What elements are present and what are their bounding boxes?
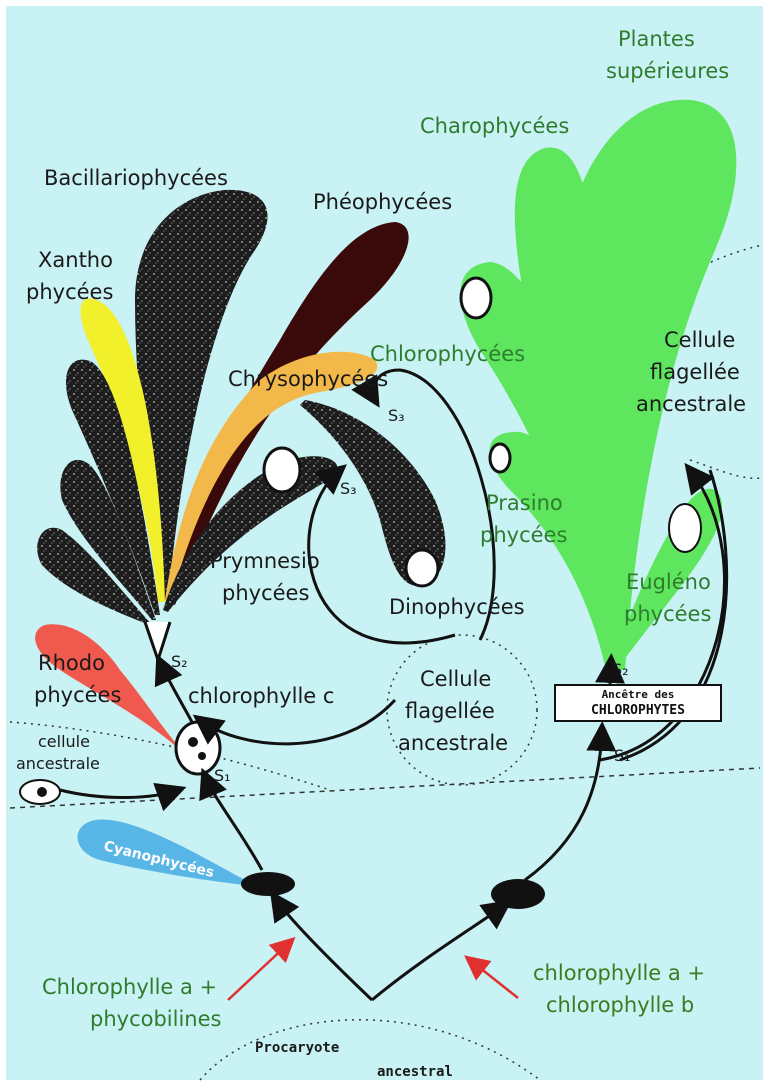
cell-ancestrale-left-nucleus xyxy=(37,787,47,797)
label-chrysophycees: Chrysophycées xyxy=(228,366,388,392)
label-procaryote-line1: Procaryote xyxy=(255,1040,339,1056)
label-chlorophylle-ab-line2: chlorophylle b xyxy=(546,992,694,1018)
label-cellule-right-line3: ancestrale xyxy=(636,391,746,417)
label-s2-right: S₂ xyxy=(612,660,629,679)
label-procaryote-line2: ancestral xyxy=(377,1064,453,1080)
label-s3-lower: S₃ xyxy=(340,479,357,498)
label-chlorophylle-c: chlorophylle c xyxy=(188,683,334,709)
label-cellule-ancestrale-line2: ancestrale xyxy=(16,754,100,773)
label-rhodo-line2: phycées xyxy=(34,682,121,708)
label-bacillariophycees: Bacillariophycées xyxy=(44,165,228,191)
label-eugleno-line2: phycées xyxy=(624,601,711,627)
label-plantes-superieures-line1: Plantes xyxy=(618,26,695,52)
label-xantho-line2: phycées xyxy=(26,279,113,305)
label-eugleno-line1: Eugléno xyxy=(626,569,711,595)
label-prymnesio-line2: phycées xyxy=(222,580,309,606)
ancetre-box-line2: CHLOROPHYTES xyxy=(556,703,720,719)
label-chlorophylle-a-phyco-line1: Chlorophylle a + xyxy=(42,974,217,1000)
cell-s1-left-nucleus-1 xyxy=(188,737,198,747)
label-cellule-right-line2: flagellée xyxy=(650,359,740,385)
cell-s1-left-nucleus-2 xyxy=(198,752,206,760)
label-cellule-center-line2: flagellée xyxy=(405,698,495,724)
label-dinophycees: Dinophycées xyxy=(389,594,525,620)
label-pheophycees: Phéophycées xyxy=(313,189,452,215)
label-s1-right: S₁ xyxy=(614,746,631,765)
label-cellule-center-line3: ancestrale xyxy=(398,730,508,756)
cell-chlorophycees xyxy=(461,278,491,318)
cell-prymnesio xyxy=(264,448,300,492)
cell-prasino xyxy=(490,444,510,472)
label-s1-left: S₁ xyxy=(214,766,231,785)
label-cellule-center-line1: Cellule xyxy=(420,666,491,692)
label-chlorophylle-a-phyco-line2: phycobilines xyxy=(90,1006,221,1032)
label-cellule-right-line1: Cellule xyxy=(664,327,735,353)
label-prymnesio-line1: Prymnesio xyxy=(210,548,320,574)
label-xantho-line1: Xantho xyxy=(38,247,113,273)
ancetre-box-line1: Ancêtre des xyxy=(556,687,720,703)
label-chlorophycees: Chlorophycées xyxy=(370,341,525,367)
label-prasino-line1: Prasino xyxy=(486,490,563,516)
label-prasino-line2: phycées xyxy=(480,522,567,548)
label-chlorophylle-ab-line1: chlorophylle a + xyxy=(533,960,705,986)
label-cellule-ancestrale-line1: cellule xyxy=(38,732,90,751)
label-rhodo-line1: Rhodo xyxy=(38,650,105,676)
label-plantes-superieures-line2: supérieures xyxy=(606,58,729,84)
cyanobacterium-left xyxy=(241,872,295,896)
ancetre-chlorophytes-box: Ancêtre des CHLOROPHYTES xyxy=(554,684,722,722)
cell-dino xyxy=(406,550,438,586)
cyanobacterium-right xyxy=(491,879,545,909)
arrow-ancetre-up xyxy=(610,662,611,684)
label-charophycees: Charophycées xyxy=(420,113,569,139)
label-s2-left: S₂ xyxy=(171,652,188,671)
label-s3-upper: S₃ xyxy=(388,406,405,425)
cell-eugleno xyxy=(669,504,701,552)
